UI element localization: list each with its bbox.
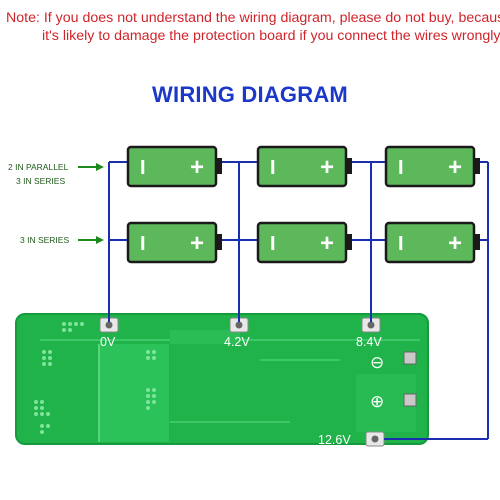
battery-positive-icon: + [190,154,204,181]
pad-12-6v-hole [371,435,379,443]
pad-8-4v-hole [367,321,375,329]
plus-symbol-icon: ⊕ [370,392,384,411]
battery-cell: I + [256,145,352,188]
battery-cell: I + [126,145,222,188]
row-labels: 2 IN PARALLEL 3 IN SERIES 3 IN SERIES [8,162,104,245]
wires [108,161,489,440]
battery-negative-icon: I [270,157,276,179]
pad-0v-hole [105,321,113,329]
battery-cell: I + [256,221,352,264]
pcb-smd-pad [403,351,417,365]
battery-negative-icon: I [398,233,404,255]
warning-note: Note: If you does not understand the wir… [6,9,500,45]
battery-row-series: I + I + I + [126,221,480,264]
battery-positive-icon: + [190,230,204,257]
battery-negative-icon: I [140,157,146,179]
pad-label-12-6v: 12.6V [318,433,351,447]
battery-negative-icon: I [270,233,276,255]
pcb-edge [15,313,429,445]
pcb-vias [34,322,156,434]
battery-negative-icon: I [398,157,404,179]
arrow-right-icon [78,236,104,244]
battery-cell: I + [384,145,480,188]
pcb-silkscreen-label [170,330,240,344]
battery-cell: I + [126,221,222,264]
arrow-right-icon [78,163,104,171]
warning-note-line-1: Note: If you does not understand the wir… [6,10,500,26]
minus-symbol-icon: ⊖ [370,353,384,372]
diagram-title: WIRING DIAGRAM [152,82,348,107]
battery-row-parallel: I + I + I + [126,145,480,188]
warning-note-line-2: it's likely to damage the protection boa… [42,28,500,44]
pad-label-8-4v: 8.4V [356,335,382,349]
battery-positive-icon: + [320,230,334,257]
pcb-smd-pad [403,393,417,407]
battery-positive-icon: + [448,154,462,181]
label-3-in-series-parallel-row: 3 IN SERIES [16,176,65,186]
battery-cell: I + [384,221,480,264]
pad-label-4-2v: 4.2V [224,335,250,349]
pcb-solder-pads [99,317,385,447]
label-2-in-parallel: 2 IN PARALLEL [8,162,69,172]
battery-positive-icon: + [320,154,334,181]
pad-4-2v-hole [235,321,243,329]
label-3-in-series: 3 IN SERIES [20,235,69,245]
pad-label-0v: 0V [100,335,116,349]
protection-board: 0V 4.2V 8.4V 12.6V ⊖ ⊕ [15,313,429,447]
battery-negative-icon: I [140,233,146,255]
battery-positive-icon: + [448,230,462,257]
pcb-trace-area [99,344,169,442]
